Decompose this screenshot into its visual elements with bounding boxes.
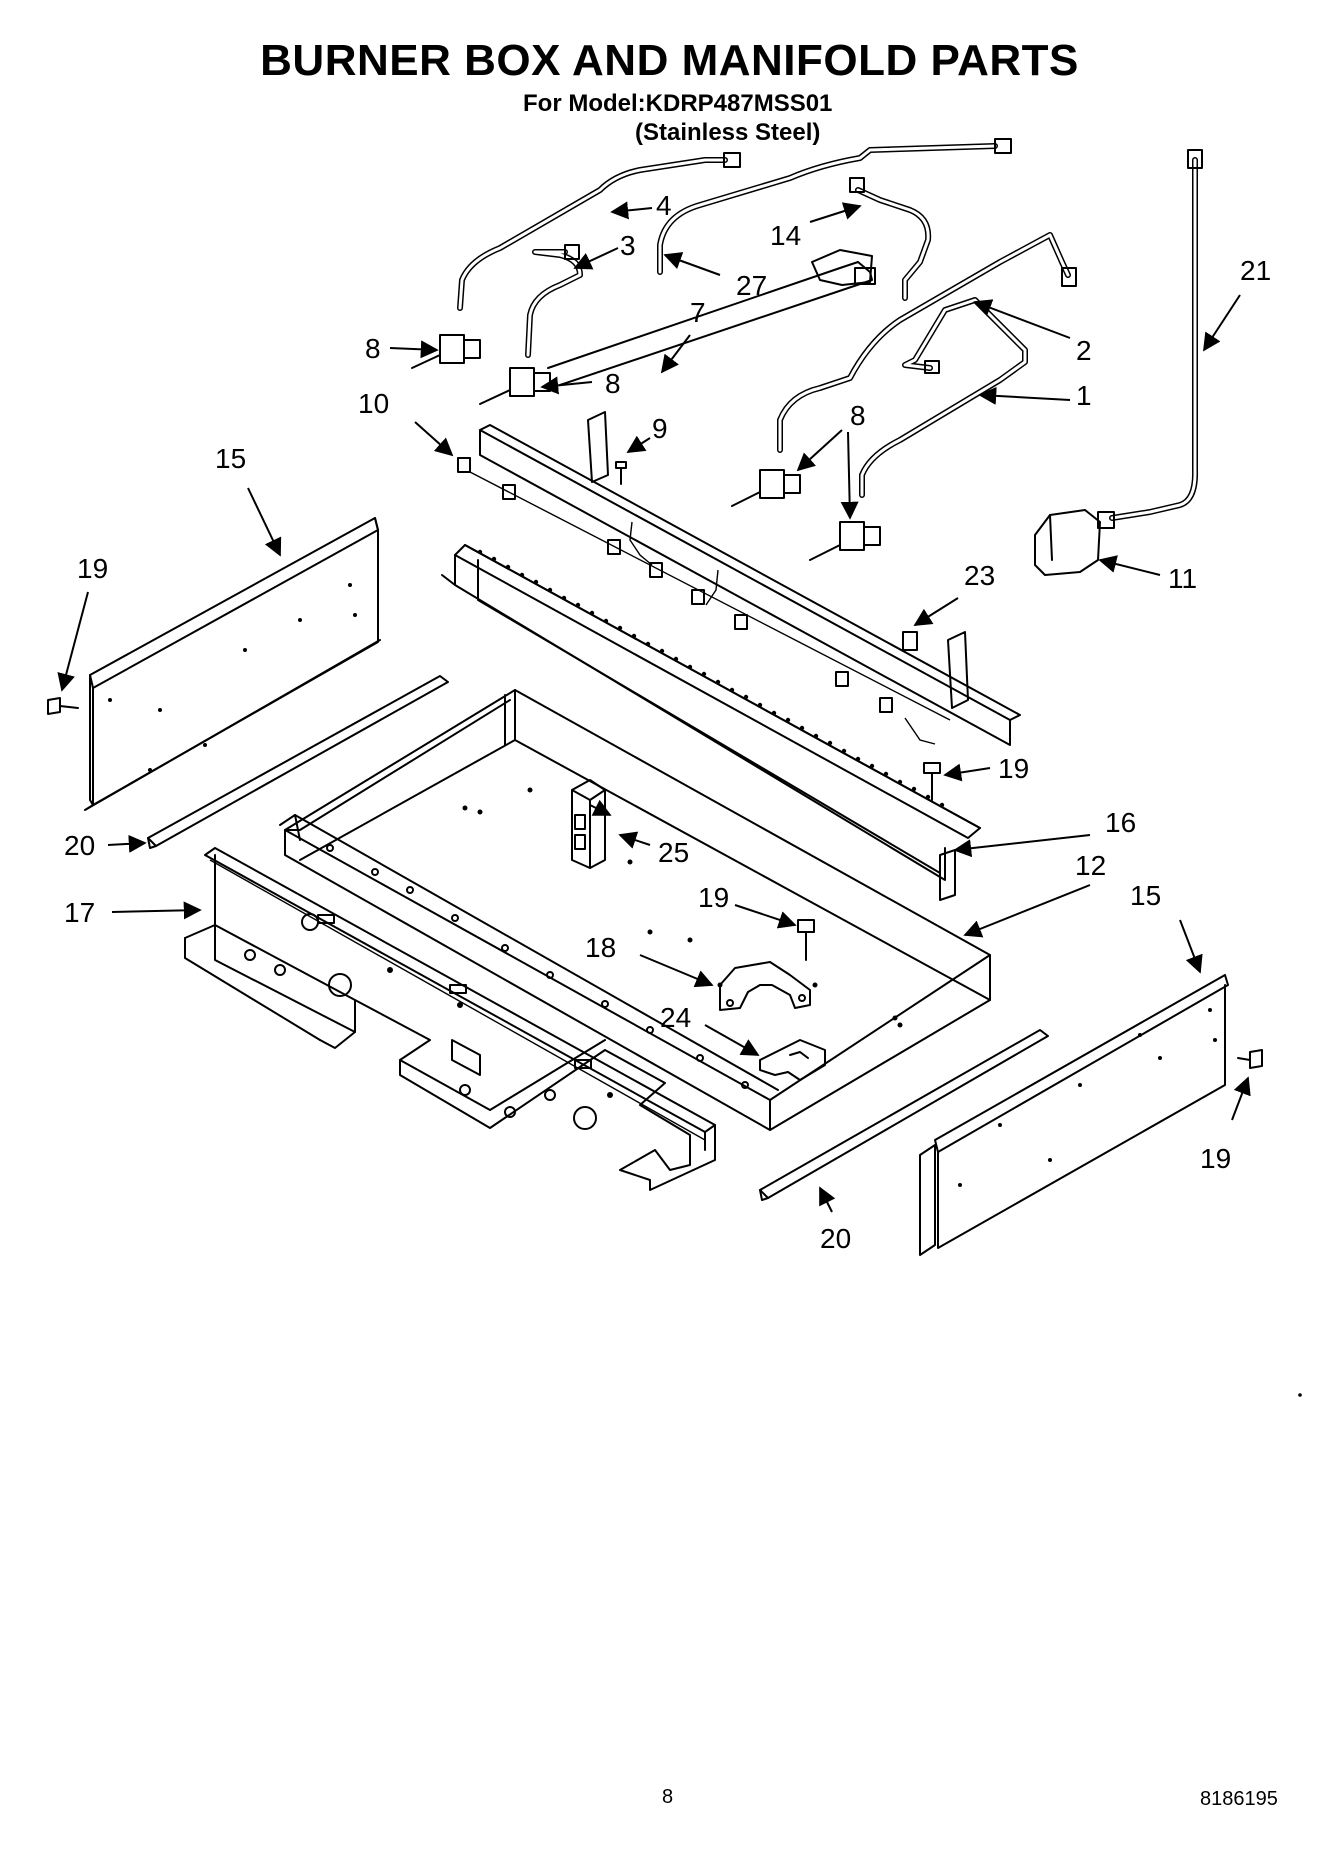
screw-19-tray: [797, 919, 815, 961]
front-panel: [184, 847, 716, 1191]
burner-valve-right: [809, 521, 881, 561]
burner-support-holes: [477, 549, 945, 808]
side-panel-left: [84, 517, 381, 811]
finish-line: (Stainless Steel): [635, 119, 821, 146]
ignition-harness: [457, 457, 936, 745]
gas-tube-27: [657, 138, 1012, 275]
side-panel-right: [919, 974, 1229, 1256]
callout-20: 20: [820, 1223, 851, 1254]
rail-20-left: [147, 675, 449, 849]
screw-9: [615, 461, 627, 485]
callout-15: 15: [1130, 880, 1161, 911]
callout-11: 11: [1168, 563, 1197, 594]
callout-25: 25: [658, 837, 689, 868]
callout-4: 4: [656, 190, 672, 221]
pressure-regulator: [1034, 509, 1115, 576]
page-title: BURNER BOX AND MANIFOLD PARTS: [260, 36, 1079, 85]
callout-19: 19: [998, 753, 1029, 784]
callout-1: 1: [1076, 380, 1092, 411]
gas-tube-1: [859, 297, 1028, 498]
bracket-18: [719, 961, 811, 1011]
callout-24: 24: [660, 1002, 691, 1033]
burner-valve-center-right: [731, 469, 801, 507]
callout-20: 20: [64, 830, 95, 861]
callout-8: 8: [850, 400, 866, 431]
rail-20-right: [759, 1029, 1049, 1201]
burner-box-tray: [279, 689, 991, 1131]
callout-2: 2: [1076, 335, 1092, 366]
screw-19-left: [47, 697, 79, 715]
callout-16: 16: [1105, 807, 1136, 838]
stray-mark: [1298, 1393, 1302, 1397]
callout-labels: 4 3 14 27 7 2 1 21 8 8 8 10 9 11 23 19 1…: [64, 190, 1271, 1254]
callout-10: 10: [358, 388, 389, 419]
callout-14: 14: [770, 220, 801, 251]
callout-21: 21: [1240, 255, 1271, 286]
callout-3: 3: [620, 230, 636, 261]
callout-27: 27: [736, 270, 767, 301]
orifice-23: [902, 631, 918, 651]
burner-valve-center-left: [479, 367, 551, 405]
callout-18: 18: [585, 932, 616, 963]
gas-tube-2: [777, 232, 1077, 453]
gas-tube-3: [525, 244, 583, 358]
manifold-pipe: [547, 249, 876, 386]
burner-valve-left: [411, 334, 481, 369]
page-number: 8: [662, 1786, 674, 1808]
callout-9: 9: [652, 413, 668, 444]
plate-24: [759, 1039, 826, 1081]
gas-tube-14: [849, 177, 932, 301]
callout-leaders: [57, 201, 1251, 1213]
callout-8: 8: [605, 368, 621, 399]
callout-7: 7: [690, 297, 706, 328]
gas-tube-21: [1109, 149, 1203, 521]
model-line: For Model:KDRP487MSS01: [523, 90, 833, 117]
spark-module: [571, 779, 606, 869]
document-number: 8186195: [1200, 1788, 1278, 1810]
gas-tube-4: [457, 152, 741, 311]
callout-12: 12: [1075, 850, 1106, 881]
callout-15: 15: [215, 443, 246, 474]
callout-23: 23: [964, 560, 995, 591]
callout-8: 8: [365, 333, 381, 364]
burner-support-channel: [441, 544, 981, 901]
screw-19-support: [923, 762, 941, 801]
callout-19: 19: [1200, 1143, 1231, 1174]
manifold-bracket: [469, 411, 1021, 746]
screw-19-right: [1237, 1049, 1263, 1069]
callout-17: 17: [64, 897, 95, 928]
callout-19: 19: [698, 882, 729, 913]
callout-19: 19: [77, 553, 108, 584]
